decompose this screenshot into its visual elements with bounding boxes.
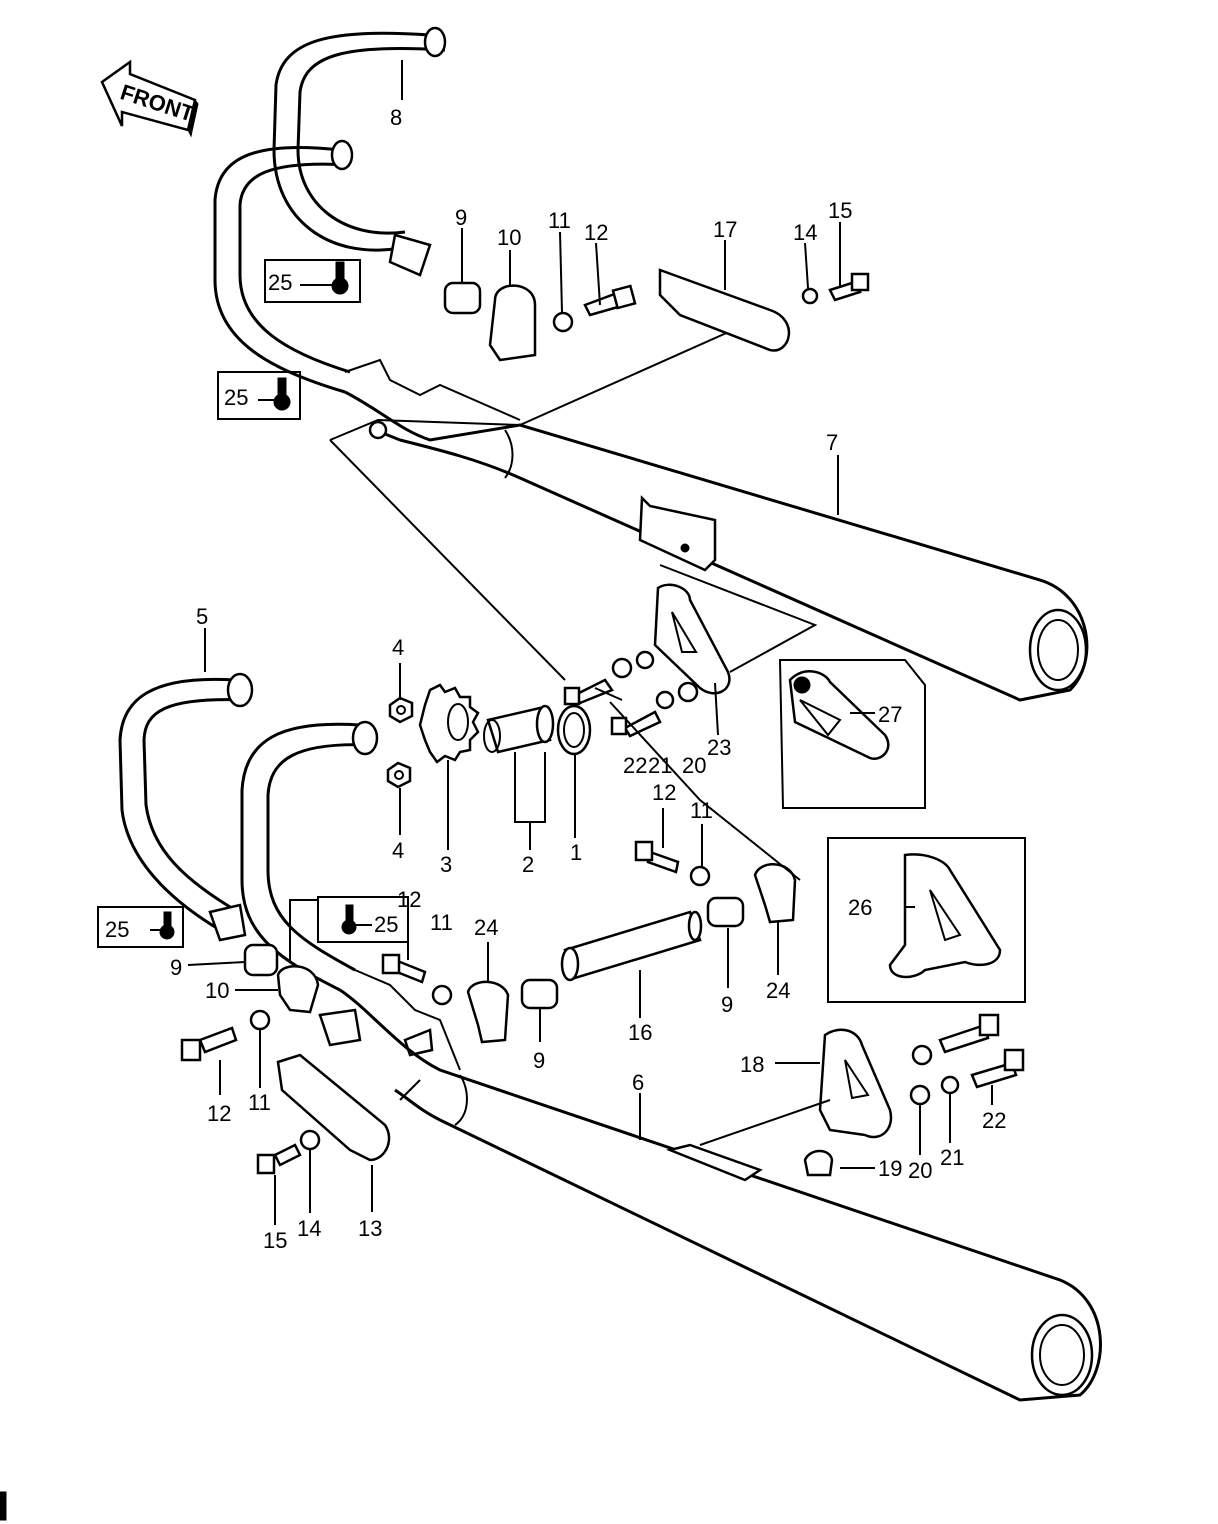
damper-19 (803, 1149, 834, 1177)
lower-muffler (339, 969, 1102, 1402)
screw-icon (159, 911, 175, 940)
callout-10-upper: 10 (497, 225, 521, 250)
callout-20-upper: 20 (682, 753, 706, 778)
bolt-12-left (381, 953, 427, 984)
callout-9-mid: 9 (533, 1048, 545, 1073)
callout-2: 2 (522, 852, 534, 877)
callout-12-bottom: 12 (207, 1101, 231, 1126)
callout-4-bottom: 4 (392, 838, 404, 863)
nut-4-top (388, 696, 414, 724)
callout-box-25a (264, 259, 361, 303)
callout-12-left: 12 (397, 887, 421, 912)
upper-header-pipe (213, 26, 447, 394)
callout-box-25b (217, 371, 301, 420)
bolt-12-upper (583, 284, 637, 317)
callout-14-upper: 14 (793, 220, 817, 245)
callout-6: 6 (632, 1070, 644, 1095)
callout-11-left: 11 (430, 910, 453, 935)
detail-box-27 (778, 659, 926, 809)
bolt-22-right (970, 1048, 1025, 1089)
callout-11-bottom: 11 (248, 1090, 271, 1115)
callout-9-upper: 9 (455, 205, 467, 230)
gasket-9-upper (443, 281, 482, 315)
callout-9-left: 9 (170, 955, 182, 980)
detail-box-26 (827, 837, 1026, 1003)
callout-9-right: 9 (721, 992, 733, 1017)
callout-25-c: 25 (105, 917, 129, 942)
callout-21-upper: 21 (648, 753, 672, 778)
callout-24-mid: 24 (474, 915, 498, 940)
callout-11-upper: 11 (548, 208, 571, 233)
joint-pipe-2 (483, 704, 555, 754)
screw-icon (273, 377, 291, 411)
callout-23: 23 (707, 735, 731, 760)
callout-17: 17 (713, 217, 737, 242)
callout-15-upper: 15 (828, 198, 852, 223)
callout-7: 7 (826, 430, 838, 455)
callout-27: 27 (878, 702, 902, 727)
sprocket-3 (418, 683, 480, 764)
screw-icon (341, 904, 357, 935)
bracket-23 (653, 583, 731, 695)
gasket-1 (556, 704, 592, 756)
callout-15-lower: 15 (263, 1228, 287, 1253)
bolt-12-mid (634, 840, 680, 874)
gasket-9-mid (520, 978, 559, 1010)
bolt-15-lower (256, 1143, 302, 1175)
page-edge-mark (0, 1491, 7, 1521)
screw-icon (331, 261, 349, 295)
callout-12-upper: 12 (584, 220, 608, 245)
lower-header-pipe (118, 672, 434, 1057)
bolt-22-upper (563, 678, 614, 706)
clamp-10-upper (488, 284, 537, 362)
gasket-9-left (243, 943, 279, 977)
callout-box-25c (97, 906, 184, 948)
front-direction-arrow: FRONT (100, 59, 199, 138)
callout-20-lower: 20 (908, 1158, 932, 1183)
callout-3: 3 (440, 852, 452, 877)
callout-22-upper: 22 (623, 753, 647, 778)
callout-10-lower: 10 (205, 978, 229, 1003)
cover-13 (276, 1053, 391, 1162)
callout-26: 26 (848, 895, 872, 920)
callout-18: 18 (740, 1052, 764, 1077)
bolt-12-bottom (180, 1026, 238, 1062)
callout-21-lower: 21 (940, 1145, 964, 1170)
callout-24-right: 24 (766, 978, 790, 1003)
callout-14-lower: 14 (297, 1216, 321, 1241)
callout-8: 8 (390, 105, 402, 130)
nut-4-bottom (386, 761, 412, 789)
callout-16: 16 (628, 1020, 652, 1045)
callout-4-top: 4 (392, 635, 404, 660)
upper-muffler (344, 358, 1089, 702)
clamp-24-right (753, 863, 797, 924)
callout-13: 13 (358, 1216, 382, 1241)
cover-17 (658, 268, 790, 352)
callout-25-a: 25 (268, 270, 292, 295)
bolt-15-upper (828, 272, 870, 302)
bracket-18 (818, 1028, 893, 1139)
bolt-22-lower (938, 1013, 1000, 1054)
callout-5: 5 (196, 604, 208, 629)
callout-19: 19 (878, 1156, 902, 1181)
callout-25-b: 25 (224, 385, 248, 410)
callout-11-mid: 11 (690, 798, 713, 823)
callout-12-mid: 12 (652, 780, 676, 805)
callout-25-d: 25 (374, 912, 398, 937)
clamp-10-lower (276, 965, 320, 1014)
bolt-22-lower-upper (610, 710, 662, 738)
callout-1: 1 (570, 840, 582, 865)
connector-pipe-16 (560, 910, 703, 982)
gasket-9-right (706, 896, 745, 928)
clamp-24-mid (466, 980, 510, 1044)
callout-22-lower: 22 (982, 1108, 1006, 1133)
